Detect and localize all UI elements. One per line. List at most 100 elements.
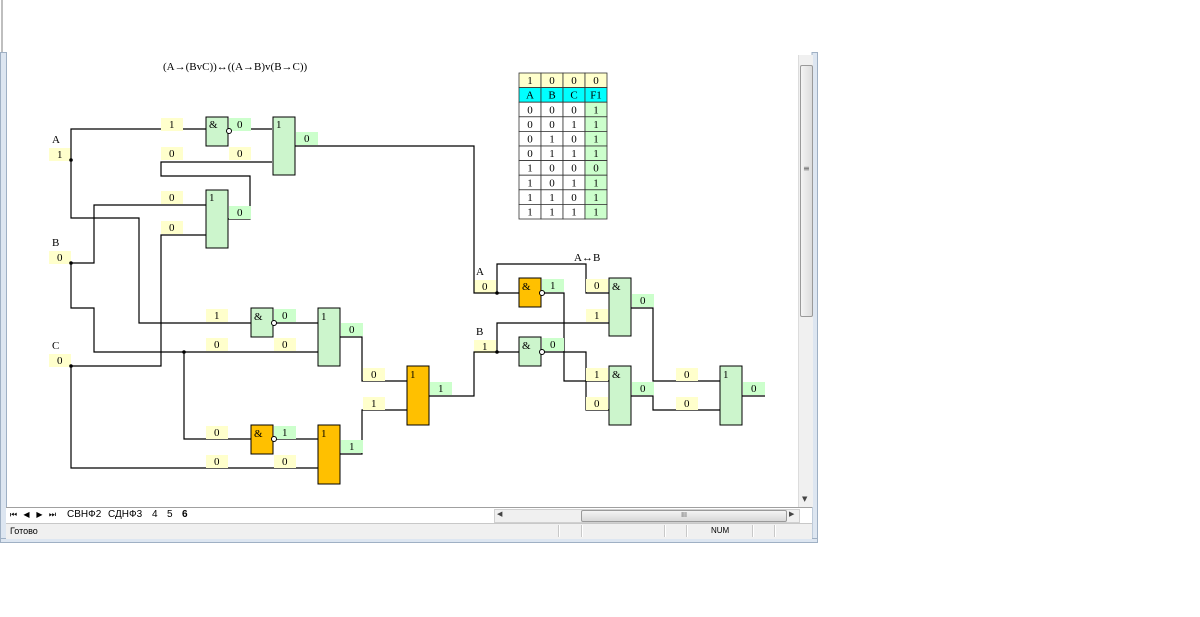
signal-s14: 0: [371, 369, 377, 381]
status-pane: [581, 525, 583, 537]
sheet-tab-bar: ⏮ ◀ ▶ ⏭ СВНФ2 СДНФ3 4 5 6 ◀ III ▶: [6, 507, 812, 523]
signal-s19: 0: [214, 456, 220, 468]
var-cell-a[interactable]: 1: [49, 148, 71, 161]
scroll-left-arrow-icon[interactable]: ◀: [497, 510, 503, 518]
var-value-b: 0: [57, 252, 63, 264]
tab-5[interactable]: 5: [167, 509, 173, 520]
signal-s13: 0: [282, 339, 288, 351]
signal-s11: 0: [349, 324, 355, 336]
var-cell-b[interactable]: 0: [49, 251, 71, 264]
first-sheet-icon[interactable]: ⏮: [9, 510, 18, 519]
signal-s17: 0: [214, 427, 220, 439]
tt-current-cell: 1: [527, 75, 533, 87]
tt-result-cell: 1: [593, 119, 599, 131]
scroll-right-arrow-icon[interactable]: ▶: [789, 510, 795, 518]
next-sheet-icon[interactable]: ▶: [36, 510, 43, 519]
signal-s26: 0: [640, 295, 646, 307]
logic-circuit-sheet: (A→(BvC))↔((A→B)v(B→C)) A B C A B A↔B 1 …: [0, 0, 818, 543]
formula-text: (A→(BvC))↔((A→B)v(B→C)): [163, 61, 308, 73]
or-gate-3: 1: [317, 307, 341, 367]
var-label-b: B: [52, 237, 59, 249]
tt-input-cell: 1: [571, 207, 577, 219]
signal-s28b: 0: [684, 398, 690, 410]
gate-symbol: &: [254, 311, 263, 323]
status-pane: [558, 525, 560, 537]
gate-symbol: &: [522, 281, 531, 293]
tt-header-cell: F1: [590, 90, 602, 102]
signal-s23: 0: [550, 339, 556, 351]
last-sheet-icon[interactable]: ⏭: [48, 510, 57, 519]
signal-s10: 0: [282, 310, 288, 322]
signal-s21: 0: [282, 456, 288, 468]
gate-symbol: &: [209, 119, 218, 131]
tt-input-cell: 1: [527, 207, 533, 219]
signal-s28: 0: [640, 383, 646, 395]
tab-svnf2[interactable]: СВНФ2: [67, 509, 102, 520]
vertical-scrollbar[interactable]: ≡ ▼: [798, 55, 813, 507]
horizontal-scrollbar[interactable]: ◀ III ▶: [494, 509, 800, 523]
signal-s18: 1: [282, 427, 288, 439]
tab-sdnf3[interactable]: СДНФ3: [108, 509, 143, 520]
and-gate-2: &: [250, 307, 277, 338]
tt-input-cell: 0: [527, 119, 533, 131]
horizontal-scroll-thumb[interactable]: III: [581, 510, 787, 522]
signal-s27: 0: [594, 398, 600, 410]
tt-result-cell: 1: [593, 134, 599, 146]
tab-4[interactable]: 4: [152, 509, 158, 520]
gate-symbol: 1: [410, 369, 416, 381]
prev-sheet-icon[interactable]: ◀: [23, 510, 30, 519]
or-gate-1: 1: [272, 116, 296, 176]
tt-input-cell: 1: [549, 192, 555, 204]
signal-s26b: 0: [684, 369, 690, 381]
signal-s12: 0: [214, 339, 220, 351]
and-gate-1: &: [205, 116, 232, 147]
status-num-lock: NUM: [711, 526, 730, 535]
tt-input-cell: 0: [549, 104, 555, 116]
signal-s24: 1: [594, 310, 600, 322]
tt-result-cell: 1: [593, 177, 599, 189]
signal-s3: 0: [304, 133, 310, 145]
tt-result-cell: 1: [593, 104, 599, 116]
tt-input-cell: 0: [549, 119, 555, 131]
tab-6[interactable]: 6: [179, 508, 191, 521]
and-gate-4-orange: &: [518, 277, 545, 308]
and-gate-5: &: [518, 336, 545, 367]
var-cell-a2[interactable]: 0: [474, 280, 496, 293]
label-a-equiv-b: A↔B: [574, 252, 600, 264]
status-pane: [774, 525, 776, 537]
tt-input-cell: 0: [527, 148, 533, 160]
tt-result-cell: 1: [593, 192, 599, 204]
signal-s9b: 1: [594, 369, 600, 381]
var-cell-b2[interactable]: 1: [474, 340, 496, 353]
gate-symbol: 1: [321, 428, 327, 440]
signal-s16: 1: [371, 398, 377, 410]
tt-header-cell: C: [570, 90, 577, 102]
vertical-thumb-grip: ≡: [803, 164, 810, 173]
tt-current-cell: 0: [593, 75, 599, 87]
status-pane: [752, 525, 754, 537]
tt-input-cell: 1: [571, 148, 577, 160]
tt-input-cell: 1: [527, 163, 533, 175]
var-value-b2: 1: [482, 341, 488, 353]
signal-s15: 1: [438, 383, 444, 395]
signal-s7: 0: [237, 207, 243, 219]
or-gate-5-orange: 1: [317, 424, 341, 485]
var-label-b2: B: [476, 326, 483, 338]
tt-header-cell: A: [526, 90, 534, 102]
and-gate-3-orange: &: [250, 424, 277, 455]
var-label-a2: A: [476, 266, 484, 278]
signal-s8: 0: [169, 222, 175, 234]
wire-junctions: [69, 158, 499, 368]
or-gate-6: 1: [719, 365, 743, 426]
tt-current-cell: 0: [549, 75, 555, 87]
vertical-scroll-thumb[interactable]: ≡: [800, 65, 813, 317]
signal-s29: 0: [751, 383, 757, 395]
scroll-down-arrow-icon[interactable]: ▼: [802, 495, 808, 503]
gate-symbol: &: [254, 428, 263, 440]
or-gate-2: 1: [205, 189, 229, 249]
status-pane: [664, 525, 666, 537]
signal-s6: 0: [169, 192, 175, 204]
signal-s1: 1: [169, 119, 175, 131]
status-pane: [686, 525, 688, 537]
var-cell-c[interactable]: 0: [49, 354, 71, 367]
